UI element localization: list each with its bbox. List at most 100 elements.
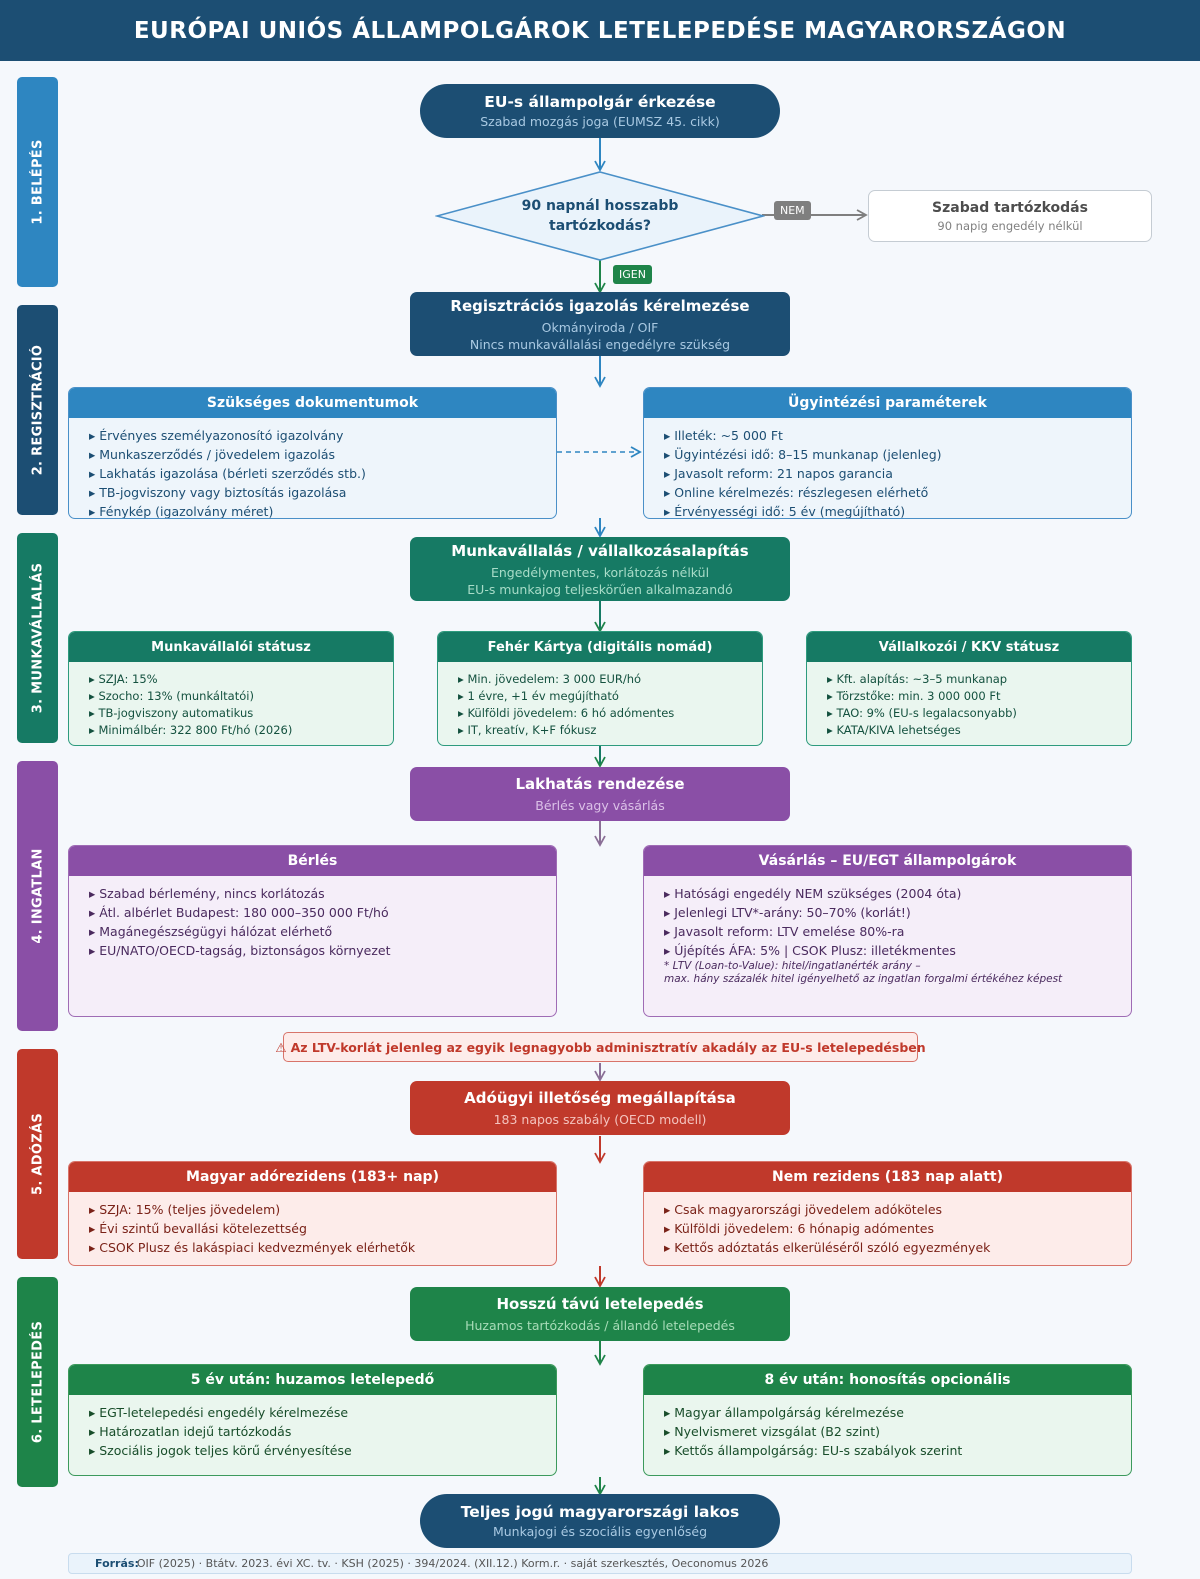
list-item: Nyelvismeret vizsgálat (B2 szint): [664, 1422, 1131, 1441]
final-subtitle: Munkajogi és szociális egyenlőség: [492, 1524, 708, 1539]
free-stay-box: Szabad tartózkodás 90 napig engedély nél…: [868, 190, 1152, 242]
list-item: Minimálbér: 322 800 Ft/hó (2026): [89, 722, 393, 739]
list-item: IT, kreatív, K+F fókusz: [458, 722, 762, 739]
rent-panel: Bérlés Szabad bérlemény, nincs korlátozá…: [68, 845, 557, 1017]
resident-title: Magyar adórezidens (183+ nap): [69, 1162, 556, 1192]
documents-title: Szükséges dokumentumok: [69, 388, 556, 418]
list-item: Munkaszerződés / jövedelem igazolás: [89, 445, 556, 464]
params-title: Ügyintézési paraméterek: [644, 388, 1131, 418]
yes-tag: IGEN: [613, 265, 652, 284]
housing-title: Lakhatás rendezése: [515, 775, 685, 793]
nonresident-title: Nem rezidens (183 nap alatt): [644, 1162, 1131, 1192]
five-years-title: 5 év után: huzamos letelepedő: [69, 1365, 556, 1395]
footer-source: Forrás:OIF (2025) · Btátv. 2023. évi XC.…: [68, 1553, 1132, 1574]
list-item: Javasolt reform: LTV emelése 80%-ra: [664, 922, 1131, 941]
white-card-panel: Fehér Kártya (digitális nomád) Min. jöve…: [437, 631, 763, 746]
list-item: Kettős adóztatás elkerüléséről szóló egy…: [664, 1238, 1131, 1257]
employment-node: Munkavállalás / vállalkozásalapítás Enge…: [410, 537, 790, 601]
list-item: Javasolt reform: 21 napos garancia: [664, 464, 1131, 483]
employment-line-2: EU-s munkajog teljeskörűen alkalmazandó: [467, 581, 733, 597]
tax-title: Adóügyi illetőség megállapítása: [464, 1089, 736, 1107]
list-item: Külföldi jövedelem: 6 hó adómentes: [458, 705, 762, 722]
list-item: Hatósági engedély NEM szükséges (2004 ót…: [664, 884, 1131, 903]
decision-line-1: 90 napnál hosszabb: [521, 198, 679, 214]
eight-years-title: 8 év után: honosítás opcionális: [644, 1365, 1131, 1395]
arrival-title: EU-s állampolgár érkezése: [484, 93, 716, 111]
footer-text: OIF (2025) · Btátv. 2023. évi XC. tv. · …: [136, 1557, 769, 1570]
employee-panel: Munkavállalói státusz SZJA: 15% Szocho: …: [68, 631, 394, 746]
buy-panel: Vásárlás – EU/EGT állampolgárok Hatósági…: [643, 845, 1132, 1017]
final-title: Teljes jogú magyarországi lakos: [460, 1503, 740, 1521]
list-item: SZJA: 15% (teljes jövedelem): [89, 1200, 556, 1219]
entrepreneur-panel: Vállalkozói / KKV státusz Kft. alapítás:…: [806, 631, 1132, 746]
employee-title: Munkavállalói státusz: [69, 632, 393, 662]
arrival-subtitle: Szabad mozgás joga (EUMSZ 45. cikk): [480, 114, 720, 129]
list-item: EGT-letelepedési engedély kérelmezése: [89, 1403, 556, 1422]
arrival-node: EU-s állampolgár érkezése Szabad mozgás …: [420, 84, 780, 138]
list-item: Külföldi jövedelem: 6 hónapig adómentes: [664, 1219, 1131, 1238]
five-years-panel: 5 év után: huzamos letelepedő EGT-letele…: [68, 1364, 557, 1476]
warning-banner: ⚠Az LTV-korlát jelenleg az egyik legnagy…: [275, 1032, 926, 1062]
white-card-title: Fehér Kártya (digitális nomád): [438, 632, 762, 662]
employment-line-1: Engedélymentes, korlátozás nélkül: [490, 564, 710, 580]
settlement-title: Hosszú távú letelepedés: [496, 1295, 704, 1313]
step-band-tax: 5. ADÓZÁS: [17, 1049, 58, 1259]
list-item: Fénykép (igazolvány méret): [89, 502, 556, 518]
final-node: Teljes jogú magyarországi lakos Munkajog…: [420, 1494, 780, 1548]
params-panel: Ügyintézési paraméterek Illeték: ~5 000 …: [643, 387, 1132, 519]
housing-subtitle: Bérlés vagy vásárlás: [535, 798, 665, 813]
list-item: Jelenlegi LTV*-arány: 50–70% (korlát!): [664, 903, 1131, 922]
ltv-note-2: max. hány százalék hitel igényelhető az …: [664, 973, 1063, 985]
list-item: SZJA: 15%: [89, 671, 393, 688]
list-item: Magyar állampolgárság kérelmezése: [664, 1403, 1131, 1422]
settlement-node: Hosszú távú letelepedés Huzamos tartózko…: [410, 1287, 790, 1341]
decision-diamond: [435, 171, 765, 261]
step-band-registration: 2. REGISZTRÁCIÓ: [17, 305, 58, 515]
warning-icon: ⚠: [275, 1039, 287, 1055]
decision-text: 90 napnál hosszabb tartózkodás?: [495, 196, 705, 236]
list-item: Lakhatás igazolása (bérleti szerződés st…: [89, 464, 556, 483]
list-item: Határozatlan idejű tartózkodás: [89, 1422, 556, 1441]
no-tag: NEM: [774, 201, 811, 220]
nonresident-panel: Nem rezidens (183 nap alatt) Csak magyar…: [643, 1161, 1132, 1266]
buy-title: Vásárlás – EU/EGT állampolgárok: [644, 846, 1131, 876]
list-item: Évi szintű bevallási kötelezettség: [89, 1219, 556, 1238]
tax-subtitle: 183 napos szabály (OECD modell): [493, 1112, 707, 1127]
registration-title: Regisztrációs igazolás kérelmezése: [450, 296, 750, 315]
list-item: Kettős állampolgárság: EU-s szabályok sz…: [664, 1441, 1131, 1460]
resident-panel: Magyar adórezidens (183+ nap) SZJA: 15% …: [68, 1161, 557, 1266]
ltv-note-1: * LTV (Loan-to-Value): hitel/ingatlanért…: [664, 960, 921, 972]
registration-line-1: Okmányiroda / OIF: [541, 319, 659, 335]
registration-line-2: Nincs munkavállalási engedélyre szükség: [469, 336, 731, 352]
list-item: Ügyintézési idő: 8–15 munkanap (jelenleg…: [664, 445, 1131, 464]
rent-title: Bérlés: [69, 846, 556, 876]
list-item: Újépítés ÁFA: 5% | CSOK Plusz: illetékme…: [664, 941, 1131, 960]
tax-node: Adóügyi illetőség megállapítása 183 napo…: [410, 1081, 790, 1135]
list-item: Online kérelmezés: részlegesen elérhető: [664, 483, 1131, 502]
step-band-employment: 3. MUNKAVÁLLALÁS: [17, 533, 58, 743]
warning-text: Az LTV-korlát jelenleg az egyik legnagyo…: [290, 1039, 926, 1055]
settlement-subtitle: Huzamos tartózkodás / állandó letelepedé…: [465, 1318, 735, 1333]
list-item: TAO: 9% (EU-s legalacsonyabb): [827, 705, 1131, 722]
list-item: Átl. albérlet Budapest: 180 000–350 000 …: [89, 903, 556, 922]
list-item: Szociális jogok teljes körű érvényesítés…: [89, 1441, 556, 1460]
list-item: Érvényes személyazonosító igazolvány: [89, 426, 556, 445]
list-item: TB-jogviszony vagy biztosítás igazolása: [89, 483, 556, 502]
list-item: EU/NATO/OECD-tagság, biztonságos környez…: [89, 941, 556, 960]
entrepreneur-title: Vállalkozói / KKV státusz: [807, 632, 1131, 662]
list-item: CSOK Plusz és lakáspiaci kedvezmények el…: [89, 1238, 556, 1257]
list-item: Érvényességi idő: 5 év (megújítható): [664, 502, 1131, 518]
step-band-entry: 1. BELÉPÉS: [17, 77, 58, 287]
decision-line-2: tartózkodás?: [549, 218, 651, 234]
list-item: Szocho: 13% (munkáltatói): [89, 688, 393, 705]
registration-node: Regisztrációs igazolás kérelmezése Okmán…: [410, 292, 790, 356]
page-title: EURÓPAI UNIÓS ÁLLAMPOLGÁROK LETELEPEDÉSE…: [0, 0, 1200, 61]
footer-label: Forrás:: [95, 1557, 139, 1570]
list-item: 1 évre, +1 év megújítható: [458, 688, 762, 705]
list-item: Csak magyarországi jövedelem adóköteles: [664, 1200, 1131, 1219]
free-stay-subtitle: 90 napig engedély nélkül: [937, 218, 1083, 233]
housing-node: Lakhatás rendezése Bérlés vagy vásárlás: [410, 767, 790, 821]
list-item: Kft. alapítás: ~3–5 munkanap: [827, 671, 1131, 688]
list-item: TB-jogviszony automatikus: [89, 705, 393, 722]
list-item: Magánegészségügyi hálózat elérhető: [89, 922, 556, 941]
